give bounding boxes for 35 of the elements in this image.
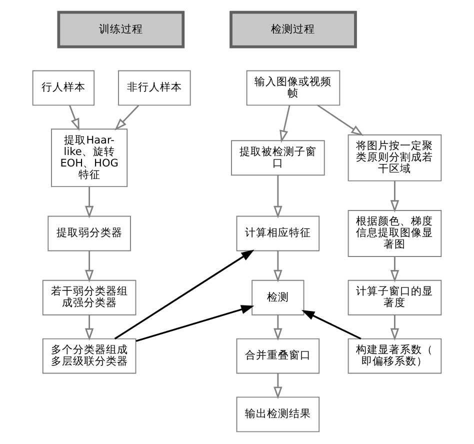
- node-box: 多个分类器组成多层级联分类器: [42, 338, 136, 374]
- arrow: [114, 250, 254, 340]
- node-box: 将图片按一定聚类原则分割成若干区域: [348, 134, 442, 182]
- arrow: [274, 250, 282, 282]
- arrow: [390, 180, 400, 213]
- arrow: [302, 310, 362, 340]
- arrow: [274, 373, 282, 400]
- arrow: [114, 104, 140, 130]
- arrow: [84, 186, 94, 218]
- arrow: [274, 314, 282, 341]
- arrow: [69, 105, 80, 131]
- node-box: 计算子窗口的显著度: [348, 280, 442, 316]
- arrow: [274, 175, 282, 218]
- node-box: 计算相应特征: [236, 216, 320, 252]
- node-box: 行人样本: [32, 70, 95, 106]
- node-box: 训练过程: [57, 10, 185, 48]
- node-box: 提取被检测子窗口: [231, 140, 325, 176]
- node-box: 根据颜色、梯度信息提取图像显著图: [348, 210, 442, 257]
- arrow: [390, 314, 400, 341]
- node-box: 合并重叠窗口: [236, 338, 320, 374]
- arrow: [84, 314, 94, 341]
- node-box: 非行人样本: [118, 70, 191, 106]
- node-box: 输出检测结果: [236, 396, 320, 432]
- node-box: 提取Haar-like、旋转EOH、HOG特征: [51, 128, 128, 188]
- arrow: [84, 250, 94, 282]
- node-box: 检测: [252, 280, 304, 316]
- arrow: [136, 305, 254, 342]
- node-box: 输入图像或视频帧: [246, 70, 340, 106]
- arrow: [317, 104, 364, 136]
- node-box: 提取弱分类器: [48, 216, 131, 252]
- node-box: 构建显著系数（即偏移系数）: [348, 338, 442, 374]
- node-box: 检测过程: [230, 10, 357, 48]
- arrow: [280, 105, 290, 143]
- node-box: 若干弱分类器组成强分类器: [42, 280, 136, 316]
- arrow: [390, 256, 400, 282]
